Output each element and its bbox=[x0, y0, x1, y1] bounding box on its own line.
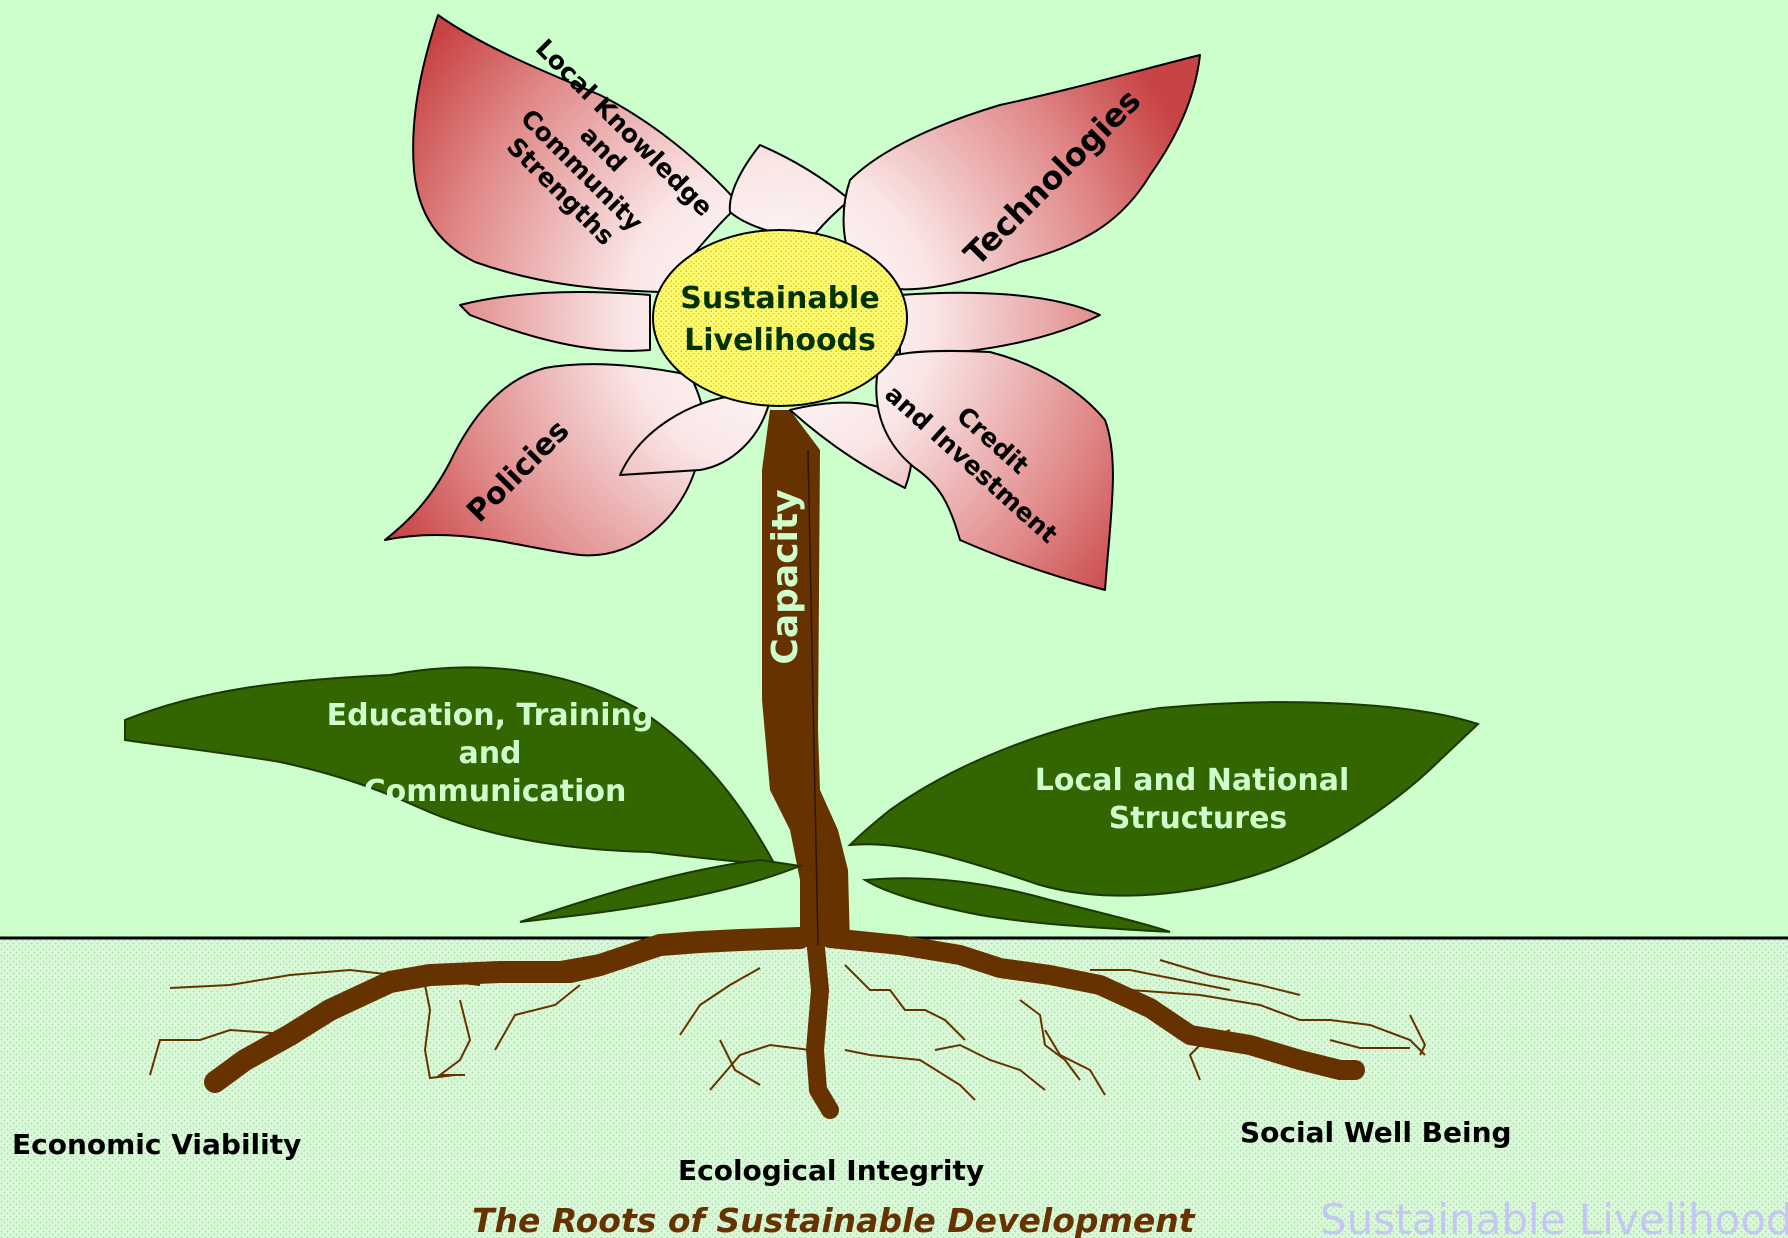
leaf-left-line2: and bbox=[458, 736, 521, 771]
root-economic-label: Economic Viability bbox=[12, 1128, 301, 1161]
leaves bbox=[124, 666, 1480, 933]
leaf-lower-left bbox=[519, 858, 804, 923]
leaf-left-line3: Communication bbox=[364, 774, 627, 809]
flower-center: Sustainable Livelihoods bbox=[652, 229, 908, 407]
leaf-right-line1: Local and National bbox=[1035, 763, 1349, 798]
thin-roots bbox=[149, 954, 1427, 1101]
leaf-right-line2: Structures bbox=[1109, 801, 1288, 836]
root-labels: Economic Viability Ecological Integrity … bbox=[12, 1116, 1512, 1187]
petal-left-small bbox=[459, 291, 651, 352]
root-ecological-label: Ecological Integrity bbox=[678, 1154, 984, 1187]
leaf-left-line1: Education, Training bbox=[327, 698, 654, 733]
ground-background bbox=[0, 938, 1788, 1238]
stem bbox=[762, 410, 850, 946]
leaf-lower-right bbox=[861, 877, 1171, 933]
caption: The Roots of Sustainable Development bbox=[472, 1201, 1196, 1238]
main-roots bbox=[204, 927, 1365, 1119]
stem-capacity-label: Capacity bbox=[765, 489, 806, 664]
leaf-labels: Education, Training and Communication Lo… bbox=[327, 698, 1350, 836]
center-label-line1: Sustainable bbox=[680, 281, 879, 316]
leaf-right bbox=[847, 701, 1480, 897]
root-social-label: Social Well Being bbox=[1240, 1116, 1512, 1149]
watermark: Sustainable Livelihoods bbox=[1320, 1195, 1788, 1238]
petals bbox=[384, 14, 1201, 591]
center-label-line2: Livelihoods bbox=[684, 323, 876, 358]
